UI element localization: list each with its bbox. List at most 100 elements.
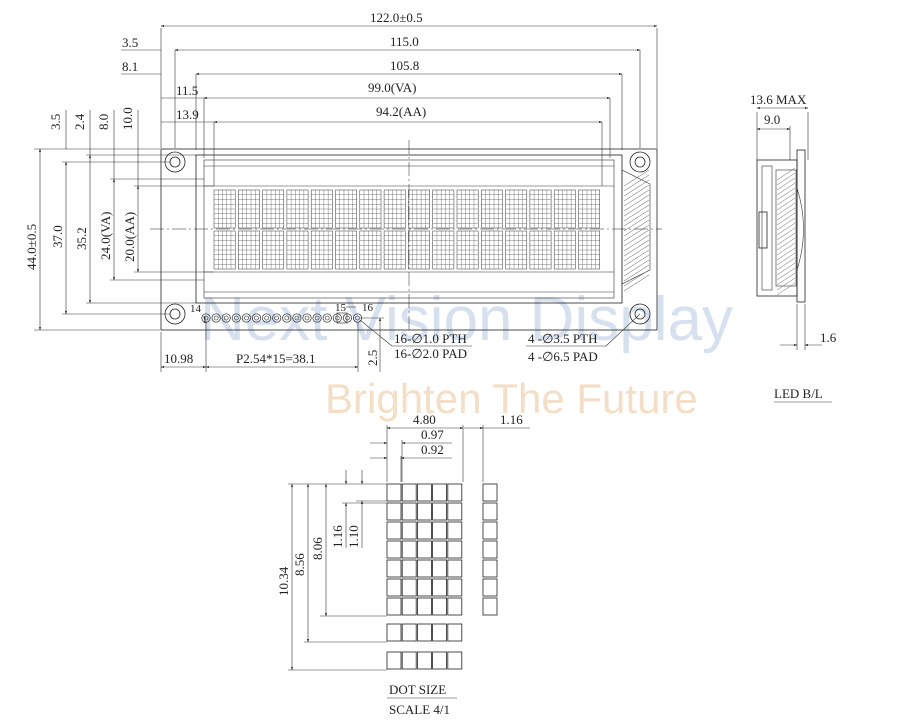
dim-offset-8-1: 8.1 [122,59,138,74]
lcd-character-cell [262,189,285,229]
lcd-character-cell [238,230,260,270]
dim-char-height: 10.34 [276,566,291,596]
lcd-character-cell [408,189,430,229]
lcd-character-cell [213,230,236,270]
dot-cell [401,483,417,502]
dim-overall-height: 44.0±0.5 [24,224,39,270]
cursor-dot-cell [416,623,432,642]
lcd-character-cell [505,189,528,229]
bottom-dimensions: 10.98 P2.54*15=38.1 2.5 16-∅1.0 PTH 16-∅… [160,313,641,372]
dim-overall-width: 122.0±0.5 [370,10,423,25]
lcd-character-cell [286,230,309,270]
pin-label-15: 15 [335,302,347,314]
dim-offset-11-5: 11.5 [176,83,198,98]
dim-height-8-06: 8.06 [310,537,325,560]
lcd-character-cell [505,230,528,270]
dim-pin-offset: 2.5 [365,350,380,366]
lcd-character-cell [310,230,333,270]
hole-top-right [629,151,651,173]
side-view: 13.6 MAX 9.0 1.6 LED B/L [750,92,837,403]
dot-cell [416,521,432,540]
module-front-view: 14 1 15 16 [150,140,662,331]
pin-pad [272,313,282,323]
dot-cell [416,597,432,616]
dot-cell [447,521,463,540]
dim-aa-height: 20.0(AA) [122,212,137,262]
dim-active-area: 94.2(AA) [376,104,426,119]
dot-cell [432,483,448,502]
pin-pad [262,313,272,323]
note-pin-pth: 16-∅1.0 PTH [394,331,467,346]
dot-cell [432,502,448,521]
pin-header [201,312,363,324]
lcd-character-cell [213,189,236,229]
dot-cell [447,502,463,521]
lcd-character-cell [529,230,552,270]
dim-pcb-thickness: 1.6 [820,330,837,345]
dot-cell [401,559,417,578]
adjacent-dot-cell [482,483,498,502]
dot-cell [401,502,417,521]
dim-offset-v-8-0: 8.0 [96,114,111,130]
dim-bezel-width: 105.8 [390,58,419,73]
dot-cell [447,597,463,616]
lcd-character-cell [262,230,285,270]
dot-cell [401,597,417,616]
adjacent-dot-cell [482,521,498,540]
dim-offset-v-2-4: 2.4 [72,113,87,130]
dim-side-max: 13.6 MAX [750,92,807,107]
dim-dot-pitch-v: 1.16 [330,525,345,548]
dot-cell [416,502,432,521]
lcd-character-cell [335,230,357,270]
dot-cell [386,540,402,559]
pin-pad [322,313,332,323]
note-hole-pth: 4 -∅3.5 PTH [528,331,597,346]
dot-cell [401,540,417,559]
lcd-character-cell [529,189,552,229]
lcd-character-cell [286,189,309,229]
dot-cell [416,540,432,559]
pin-pad [302,313,312,323]
side-led [775,169,797,287]
cursor-dot-cell [447,623,463,642]
pin-label-1: 1 [202,314,208,326]
lcd-character-cell [238,189,260,229]
lcd-character-cell [553,189,576,229]
dot-cell [401,521,417,540]
lcd-character-cell [383,189,406,229]
pin-pad [211,313,221,323]
lcd-character-cell [359,230,382,270]
pin-pad [312,313,322,323]
lcd-character-cell [578,230,600,270]
lcd-character-cell [359,189,382,229]
lcd-character-cell [456,230,479,270]
adjacent-dot-cell [482,502,498,521]
dot-cell [386,597,402,616]
dim-offset-v-3-5: 3.5 [48,114,63,130]
note-hole-pad: 4 -∅6.5 PAD [528,349,598,364]
adjacent-dot-cell [482,597,498,616]
side-pcb [796,149,806,303]
lcd-character-cell [310,189,333,229]
dot-grid [386,483,463,616]
left-dimensions: 44.0±0.5 37.0 3.5 35.2 2.4 24.0(VA) 8.0 … [24,107,214,331]
pin-label-14: 14 [190,303,202,315]
dot-cell [447,559,463,578]
pin-label-16: 16 [362,302,374,314]
watermark-slogan: Brighten The Future [325,375,698,422]
dot-cell [432,597,448,616]
side-view-label: LED B/L [774,386,823,401]
adjacent-dot-cell [482,540,498,559]
dim-pin-pitch: P2.54*15=38.1 [236,351,316,366]
dot-cell [432,578,448,597]
dim-offset-v-10-0: 10.0 [120,107,135,130]
lcd-character-cell [383,230,406,270]
cursor-dots [386,623,463,670]
dot-size-title: DOT SIZE [389,682,446,697]
adjacent-dot-cell [482,578,498,597]
dim-viewing-area: 99.0(VA) [368,80,417,95]
dim-hole-pitch-height: 37.0 [50,225,65,248]
pin-pad [231,313,241,323]
cursor-dot-cell [416,651,432,670]
cursor-dot-cell [401,651,417,670]
